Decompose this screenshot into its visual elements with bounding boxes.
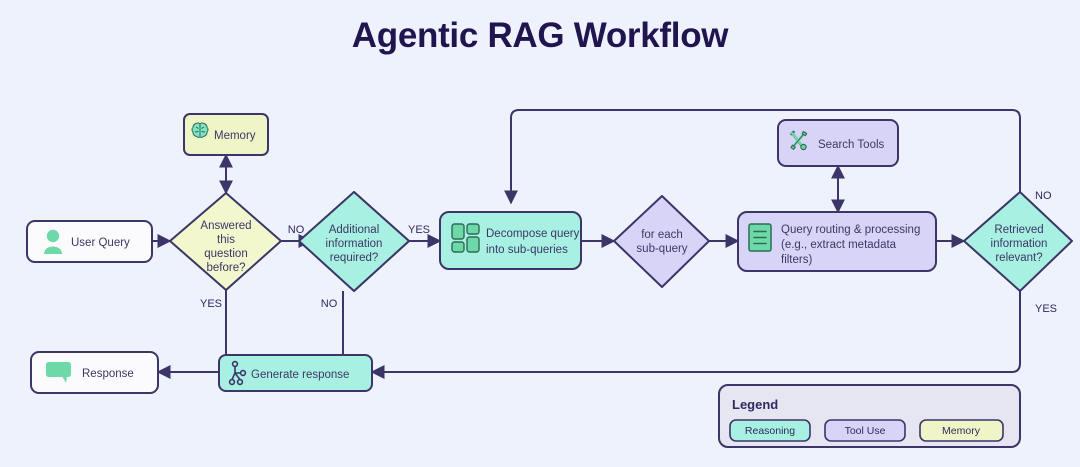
- node-retrieved-relevant[interactable]: Retrieved information relevant?: [963, 191, 1073, 292]
- node-label-user-query: User Query: [71, 237, 130, 249]
- edge-label-answered-no: NO: [288, 224, 305, 236]
- edge-label-answered-yes: YES: [200, 298, 222, 310]
- legend-item-reasoning: Reasoning: [729, 419, 811, 442]
- node-label-memory: Memory: [214, 130, 256, 142]
- node-label-retrieved-line3: relevant?: [995, 252, 1042, 264]
- node-label-foreach-line1: for each: [641, 229, 683, 241]
- node-for-each-subquery[interactable]: for each sub-query: [613, 195, 710, 288]
- node-label-generate-response: Generate response: [251, 369, 349, 381]
- node-additional-info[interactable]: Additional information required?: [298, 191, 410, 292]
- node-label-retrieved-line1: Retrieved: [994, 224, 1043, 236]
- node-graph-icon: [228, 360, 247, 386]
- node-label-answered-line2: this: [217, 234, 235, 246]
- node-label-answered-line4: before?: [206, 262, 245, 274]
- edge-label-retrieved-yes: YES: [1035, 303, 1057, 315]
- edge-label-additional-no: NO: [321, 298, 338, 310]
- legend-label-reasoning: Reasoning: [745, 425, 795, 437]
- edge-label-retrieved-no: NO: [1035, 190, 1052, 202]
- brain-icon: [191, 122, 209, 139]
- legend-item-memory: Memory: [919, 419, 1004, 442]
- node-label-additional-line2: information: [326, 238, 383, 250]
- node-label-additional-line3: required?: [330, 252, 379, 264]
- person-icon: [44, 229, 62, 254]
- node-label-retrieved-line2: information: [991, 238, 1048, 250]
- edge-retrieved-no: [504, 109, 1021, 205]
- node-label-answered-line1: Answered: [200, 220, 251, 232]
- grid-icon: [451, 223, 480, 253]
- node-query-routing[interactable]: Query routing & processing (e.g., extrac…: [737, 211, 937, 272]
- edge-retrieved-yes: [370, 291, 1021, 379]
- node-label-routing-line2: (e.g., extract metadata: [781, 239, 897, 251]
- node-user-query[interactable]: User Query: [26, 220, 153, 263]
- legend-label-memory: Memory: [942, 425, 981, 437]
- node-generate-response[interactable]: Generate response: [218, 354, 373, 392]
- node-memory[interactable]: Memory: [183, 113, 269, 156]
- node-response[interactable]: Response: [30, 351, 159, 394]
- speech-bubble-icon: [46, 362, 71, 383]
- legend-panel: Legend Reasoning Tool Use Memory: [718, 384, 1021, 448]
- node-label-response: Response: [82, 368, 134, 380]
- legend-label-tool-use: Tool Use: [845, 425, 886, 437]
- node-label-routing-line1: Query routing & processing: [781, 224, 920, 236]
- node-label-additional-line1: Additional: [329, 224, 380, 236]
- node-search-tools[interactable]: Search Tools: [777, 119, 899, 167]
- node-label-answered-line3: question: [204, 248, 247, 260]
- edge-label-additional-yes: YES: [408, 224, 430, 236]
- node-label-decompose-line1: Decompose query: [486, 228, 580, 240]
- node-label-routing-line3: filters): [781, 254, 812, 266]
- tools-icon: [790, 130, 808, 151]
- node-label-search-tools: Search Tools: [818, 139, 885, 151]
- node-answered-before[interactable]: Answered this question before?: [169, 192, 282, 291]
- node-label-foreach-line2: sub-query: [636, 243, 687, 255]
- node-decompose-query[interactable]: Decompose query into sub-queries: [439, 211, 582, 270]
- document-list-icon: [748, 223, 772, 252]
- node-label-decompose-line2: into sub-queries: [486, 244, 568, 256]
- page-title: Agentic RAG Workflow: [351, 16, 729, 55]
- legend-item-tool-use: Tool Use: [824, 419, 906, 442]
- legend-title: Legend: [732, 397, 778, 412]
